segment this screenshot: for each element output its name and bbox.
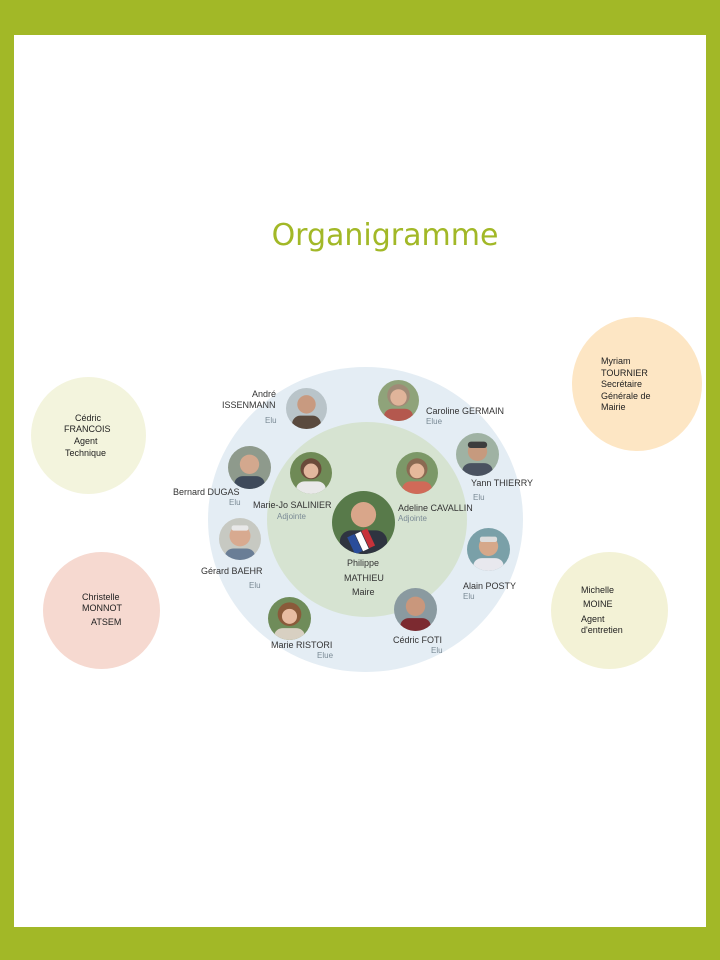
adjoint-role: Adjointe: [398, 514, 427, 523]
elu-role: Elu: [229, 498, 241, 507]
staff-circle-cedric-francois: Cédric FRANCOIS Agent Technique: [31, 377, 146, 494]
elu-name: Yann THIERRY: [471, 478, 534, 488]
elu-role: Elu: [249, 581, 261, 590]
elu-name: Gérard BAEHR: [201, 566, 263, 576]
photo-yann-thierry: [456, 433, 499, 476]
elu-role: Elue: [317, 651, 334, 660]
photo-marie-ristori: [268, 597, 311, 640]
elu-name: Cédric FOTI: [393, 635, 443, 645]
maire-last-name: MATHIEU: [344, 573, 384, 583]
adjoint-name: Marie-Jo SALINIER: [253, 500, 332, 510]
staff-line: FRANCOIS: [64, 424, 111, 434]
staff-line: MOINE: [583, 599, 613, 609]
elu-name: Alain POSTY: [463, 581, 517, 591]
staff-line: TOURNIER: [601, 368, 648, 378]
staff-line: Christelle: [82, 592, 120, 602]
staff-line: Myriam: [601, 356, 631, 366]
staff-line: Générale de: [601, 391, 651, 401]
staff-line: Agent: [74, 436, 98, 446]
photo-cedric-foti: [394, 588, 437, 631]
staff-line: Agent: [581, 614, 605, 624]
staff-line: Technique: [65, 448, 107, 458]
elu-role: Elu: [431, 646, 443, 655]
staff-circle-christelle-monnot: Christelle MONNOT ATSEM: [43, 552, 160, 669]
staff-circle-myriam-tournier: Myriam TOURNIER Secrétaire Générale de M…: [572, 317, 702, 451]
elu-role: Elu: [265, 416, 277, 425]
staff-line: d'entretien: [581, 625, 623, 635]
maire-role: Maire: [352, 587, 375, 597]
page-title: Organigramme: [271, 218, 499, 253]
photo-gerard-baehr: [219, 518, 261, 560]
elu-name: Marie RISTORI: [271, 640, 333, 650]
staff-line: ATSEM: [91, 617, 122, 627]
photo-andre-issenmann: [286, 388, 327, 429]
photo-caroline-germain: [378, 380, 419, 421]
elu-name: Caroline GERMAIN: [426, 406, 505, 416]
adjoint-role: Adjointe: [277, 512, 306, 521]
staff-line: MONNOT: [82, 603, 122, 613]
photo-bernard-dugas: [228, 446, 271, 489]
elu-role: Elu: [463, 592, 475, 601]
maire-first-name: Philippe: [347, 558, 380, 568]
photo-marie-jo-salinier: [290, 452, 332, 494]
elu-last-name: ISSENMANN: [222, 400, 276, 410]
staff-line: Cédric: [75, 413, 102, 423]
photo-adeline-cavallin: [396, 452, 438, 494]
staff-line: Secrétaire: [601, 379, 643, 389]
staff-circle-michelle-moine: Michelle MOINE Agent d'entretien: [551, 552, 668, 669]
elu-role: Elu: [473, 493, 485, 502]
photo-alain-posty: [467, 528, 510, 571]
elu-role: Elue: [426, 417, 443, 426]
elu-first-name: André: [252, 389, 277, 399]
staff-line: Mairie: [601, 402, 626, 412]
photo-philippe-mathieu: [332, 491, 395, 554]
elu-name: Bernard DUGAS: [173, 487, 240, 497]
adjoint-name: Adeline CAVALLIN: [398, 503, 473, 513]
staff-line: Michelle: [581, 585, 615, 595]
